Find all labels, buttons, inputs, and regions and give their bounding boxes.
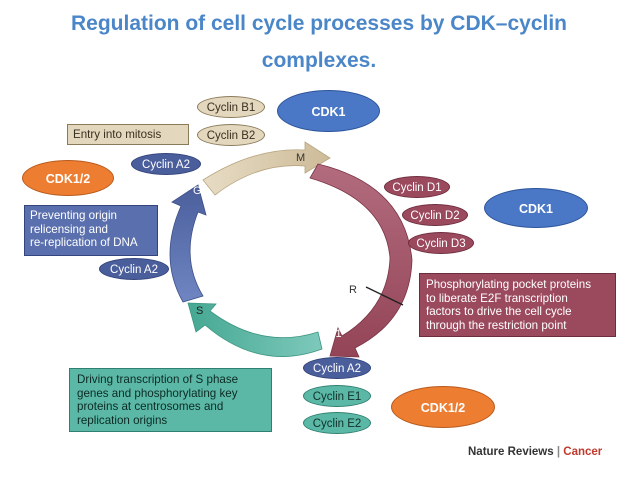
- cyclin-a2-g2-oval: Cyclin A2: [131, 153, 201, 175]
- s-phase-arrow: [187, 302, 323, 357]
- pocket-box-line-4: through the restriction point: [426, 318, 567, 332]
- origin-box-line-1: Preventing origin: [30, 209, 118, 222]
- cdk12-left-oval: CDK1/2: [22, 160, 114, 196]
- source-credit: Nature Reviews | Cancer: [468, 446, 602, 458]
- cyclin-b1-oval: Cyclin B1: [197, 96, 265, 118]
- s-phase-box-line-3: proteins at centrosomes and: [77, 400, 224, 413]
- s-phase-transcription-box: Driving transcription of S phase genes a…: [69, 368, 272, 432]
- phase-g1-label: G1: [327, 328, 342, 340]
- cyclin-d1-oval: Cyclin D1: [384, 176, 450, 198]
- g2-phase-arrow: [169, 184, 207, 303]
- pocket-proteins-box: Phosphorylating pocket proteins to liber…: [419, 273, 616, 337]
- cyclin-b2-oval: Cyclin B2: [197, 124, 265, 146]
- phase-s-label: S: [196, 305, 204, 317]
- cdk1-right-oval: CDK1: [484, 188, 588, 228]
- cyclin-a2-g1-oval: Cyclin A2: [303, 357, 371, 379]
- restriction-point-line: [365, 286, 404, 306]
- origin-relicensing-box: Preventing origin relicensing and re-rep…: [24, 205, 158, 256]
- pocket-box-line-1: Phosphorylating pocket proteins: [426, 278, 591, 291]
- cdk1-top-oval: CDK1: [277, 90, 380, 132]
- cdk12-bottom-oval: CDK1/2: [391, 386, 495, 428]
- cyclin-a2-s-oval: Cyclin A2: [99, 258, 169, 280]
- title-line-1: Regulation of cell cycle processes by CD…: [70, 12, 568, 35]
- s-phase-box-line-2: genes and phosphorylating key: [77, 386, 238, 400]
- s-phase-box-line-4: replication origins: [77, 413, 168, 427]
- source-section: Cancer: [563, 446, 603, 458]
- source-separator: |: [556, 446, 561, 458]
- m-phase-arrow: [202, 141, 331, 196]
- phase-g2-label: G2: [193, 185, 208, 197]
- s-phase-box-line-1: Driving transcription of S phase: [77, 373, 239, 386]
- cyclin-d2-oval: Cyclin D2: [402, 204, 468, 226]
- pocket-box-line-3: factors to drive the cell cycle: [426, 305, 572, 318]
- entry-into-mitosis-box: Entry into mitosis: [67, 124, 189, 145]
- source-journal: Nature Reviews: [468, 446, 554, 458]
- origin-box-line-2: relicensing and: [30, 222, 108, 236]
- pocket-box-line-2: to liberate E2F transcription: [426, 291, 568, 305]
- cyclin-d3-oval: Cyclin D3: [408, 232, 474, 254]
- cyclin-e1-oval: Cyclin E1: [303, 385, 371, 407]
- restriction-point-label: R: [349, 284, 357, 296]
- title-line-2: complexes.: [261, 49, 377, 72]
- origin-box-line-3: re-replication of DNA: [30, 236, 138, 249]
- cyclin-e2-oval: Cyclin E2: [303, 412, 371, 434]
- phase-m-label: M: [296, 152, 306, 164]
